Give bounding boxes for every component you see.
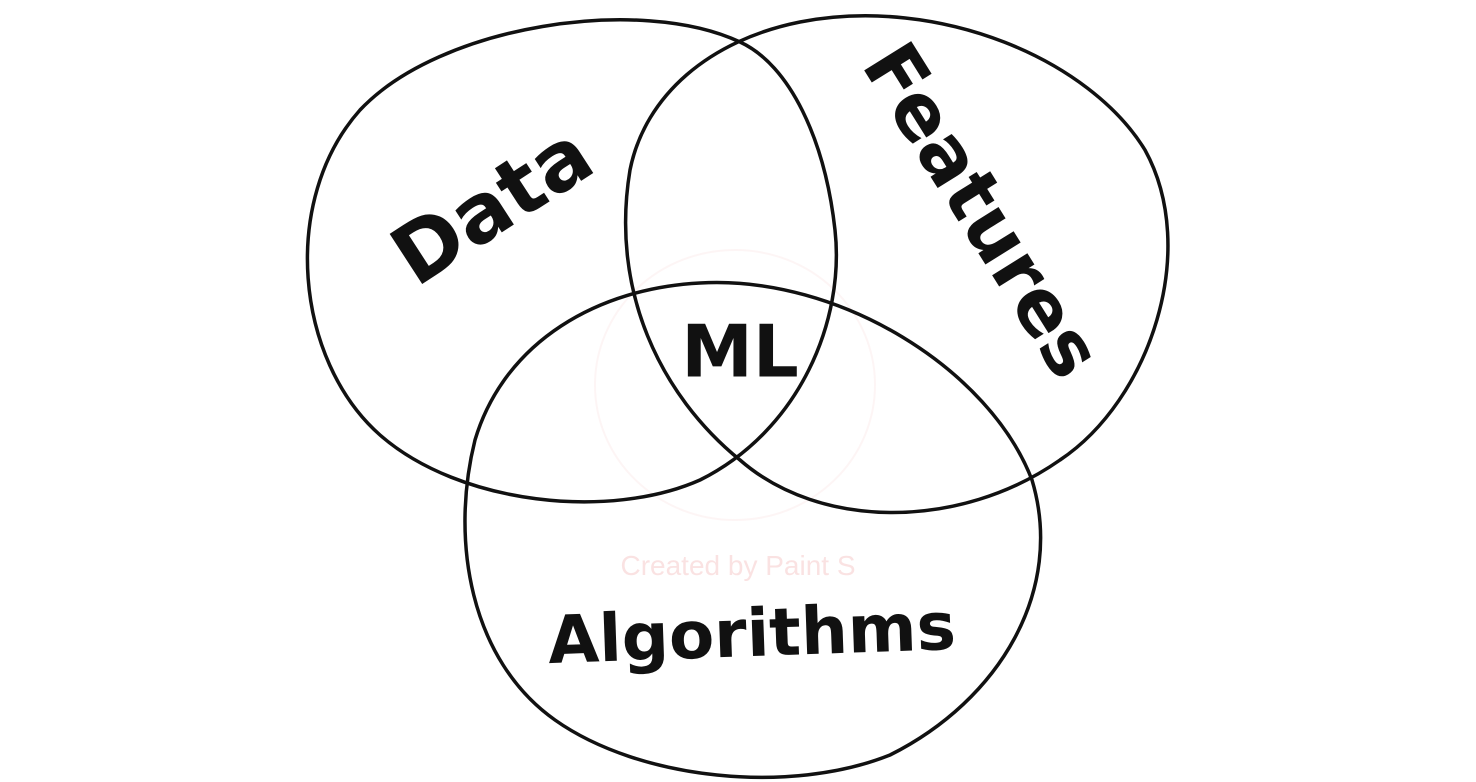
data-circle [305,18,839,504]
algorithms-circle [463,280,1043,779]
features-circle [623,14,1170,515]
intersection-label: ML [681,310,799,394]
watermark-text: Created by Paint S [620,550,855,581]
algorithms-label: Algorithms [547,588,958,679]
watermark: Created by Paint S [594,249,876,581]
watermark-logo-icon [594,249,876,521]
data-label: Data [375,107,610,305]
